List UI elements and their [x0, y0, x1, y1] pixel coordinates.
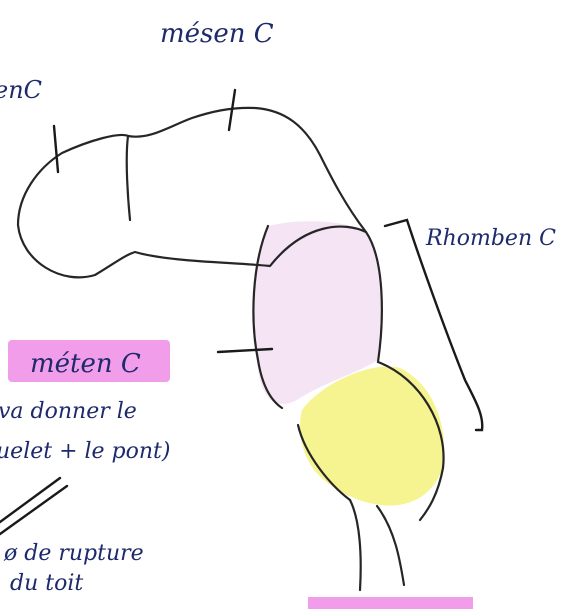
bottom-label-highlight [308, 597, 473, 609]
myelencephalon-fill [300, 366, 444, 505]
metencephalon-label: méten C [30, 349, 141, 379]
metencephalon-note-2: uelet + le pont) [0, 439, 170, 464]
rhombencephalon-label: Rhomben C [425, 226, 556, 251]
spinal-cord-right [377, 506, 404, 585]
double-slash-mark [0, 478, 60, 522]
forebrain-constriction [127, 136, 130, 220]
double-slash-mark-2 [0, 486, 67, 534]
roof-note-2: du toit [10, 571, 83, 596]
prosencephalon-tick [54, 126, 58, 172]
spinal-cord-left [350, 500, 361, 590]
mesencephalon-label: mésen C [160, 19, 274, 49]
metencephalon-note-1: va donner le [0, 399, 137, 424]
prosencephalon-label: enC [0, 76, 42, 104]
roof-note-1: ø de rupture [3, 541, 144, 566]
